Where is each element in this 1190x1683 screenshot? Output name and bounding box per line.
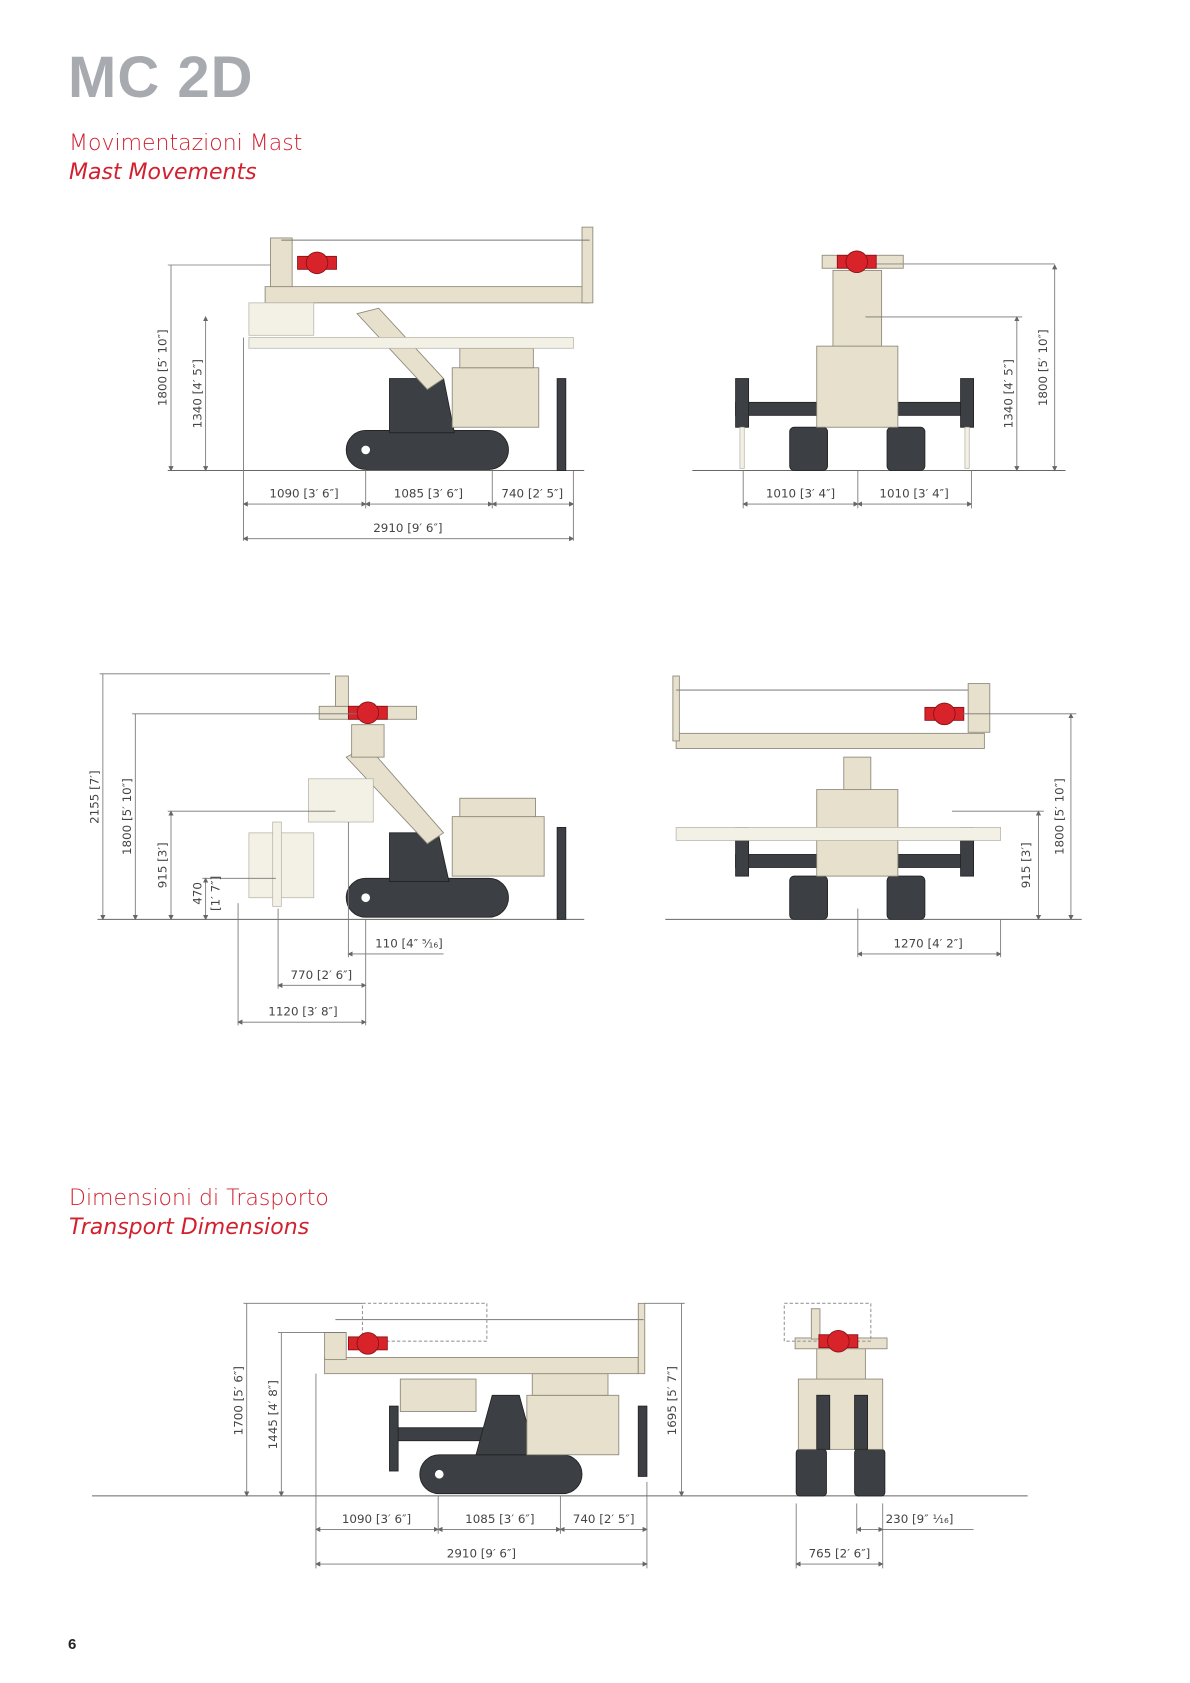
dim-width-1085: 1085 [3′ 6″] bbox=[394, 487, 463, 501]
dim-transport-width-1090: 1090 [3′ 6″] bbox=[342, 1512, 411, 1526]
drawing-transport-front-view bbox=[783, 1302, 888, 1497]
section-title-transport-en: Transport Dimensions bbox=[69, 1215, 310, 1240]
dim-front-width-1270: 1270 [4′ 2″] bbox=[893, 936, 962, 950]
dim-transport-height-1695: 1695 [5′ 7″] bbox=[665, 1366, 679, 1435]
dimensions-transport-front: 230 [9″ ¹⁄₁₆] 765 [2′ 6″] bbox=[795, 1503, 974, 1569]
page-title: MC 2D bbox=[68, 45, 254, 110]
section-title-transport-it: Dimensioni di Trasporto bbox=[69, 1186, 329, 1211]
dim-height-2155: 2155 [7′] bbox=[88, 770, 102, 824]
drawing-mast-side-view-1 bbox=[167, 226, 594, 472]
dim-width-1090: 1090 [3′ 6″] bbox=[269, 487, 338, 501]
drawing-mast-side-view-2 bbox=[97, 675, 585, 920]
dim-width-740: 740 [2′ 5″] bbox=[501, 487, 563, 501]
dimensions-transport-side: 1700 [5′ 6″] 1445 [4′ 8″] 1695 [5′ 7″] 1… bbox=[231, 1302, 685, 1569]
dimensions-mast-side-2: 2155 [7′] 1800 [5′ 10″] 915 [3′] 470 [1′… bbox=[88, 673, 444, 1026]
dim-height-1800: 1800 [5′ 10″] bbox=[156, 329, 170, 406]
dim-transport-width-1085: 1085 [3′ 6″] bbox=[465, 1512, 534, 1526]
dimensions-mast-side-1: 1800 [5′ 10″] 1340 [4′ 5″] 1090 [3′ 6″] … bbox=[156, 264, 575, 542]
page-number: 6 bbox=[68, 1636, 77, 1653]
dim-width-110: 110 [4″ ⁵⁄₁₆] bbox=[375, 936, 443, 950]
dim-height-1800-2: 1800 [5′ 10″] bbox=[120, 778, 134, 855]
dim-height-1340: 1340 [4′ 5″] bbox=[190, 359, 204, 428]
dim-height-470-imperial: [1′ 7″] bbox=[209, 876, 223, 911]
dim-front-width-1010-right: 1010 [3′ 4″] bbox=[879, 487, 948, 501]
dim-height-470: 470 bbox=[190, 882, 204, 905]
dim-transport-width-2910: 2910 [9′ 6″] bbox=[447, 1547, 516, 1561]
dim-height-915: 915 [3′] bbox=[156, 842, 170, 888]
dim-front-height-1340: 1340 [4′ 5″] bbox=[1002, 359, 1016, 428]
dimensions-mast-front-1: 1010 [3′ 4″] 1010 [3′ 4″] 1340 [4′ 5″] 1… bbox=[742, 264, 1058, 509]
dim-width-770: 770 [2′ 6″] bbox=[290, 968, 352, 982]
dim-transport-front-230: 230 [9″ ¹⁄₁₆] bbox=[886, 1512, 954, 1526]
dim-front-height-915: 915 [3′] bbox=[1019, 842, 1033, 888]
drawing-mast-front-view-1 bbox=[692, 250, 1066, 472]
dim-transport-width-740: 740 [2′ 5″] bbox=[573, 1512, 635, 1526]
dimensions-mast-front-2: 1270 [4′ 2″] 915 [3′] 1800 [5′ 10″] bbox=[856, 713, 1077, 958]
drawing-mast-front-view-2 bbox=[665, 675, 1082, 920]
dim-transport-height-1700: 1700 [5′ 6″] bbox=[231, 1366, 245, 1435]
dim-front-height-1800-2: 1800 [5′ 10″] bbox=[1052, 778, 1066, 855]
dim-transport-front-765: 765 [2′ 6″] bbox=[809, 1547, 871, 1561]
dim-front-width-1010-left: 1010 [3′ 4″] bbox=[766, 487, 835, 501]
drawing-transport-side-view bbox=[92, 1302, 1028, 1497]
dim-width-2910: 2910 [9′ 6″] bbox=[373, 521, 442, 535]
section-title-mast-it: Movimentazioni Mast bbox=[69, 131, 303, 156]
dim-front-height-1800: 1800 [5′ 10″] bbox=[1036, 329, 1050, 406]
dim-transport-height-1445: 1445 [4′ 8″] bbox=[266, 1380, 280, 1449]
dim-width-1120: 1120 [3′ 8″] bbox=[268, 1005, 337, 1019]
section-title-mast-en: Mast Movements bbox=[69, 160, 257, 185]
